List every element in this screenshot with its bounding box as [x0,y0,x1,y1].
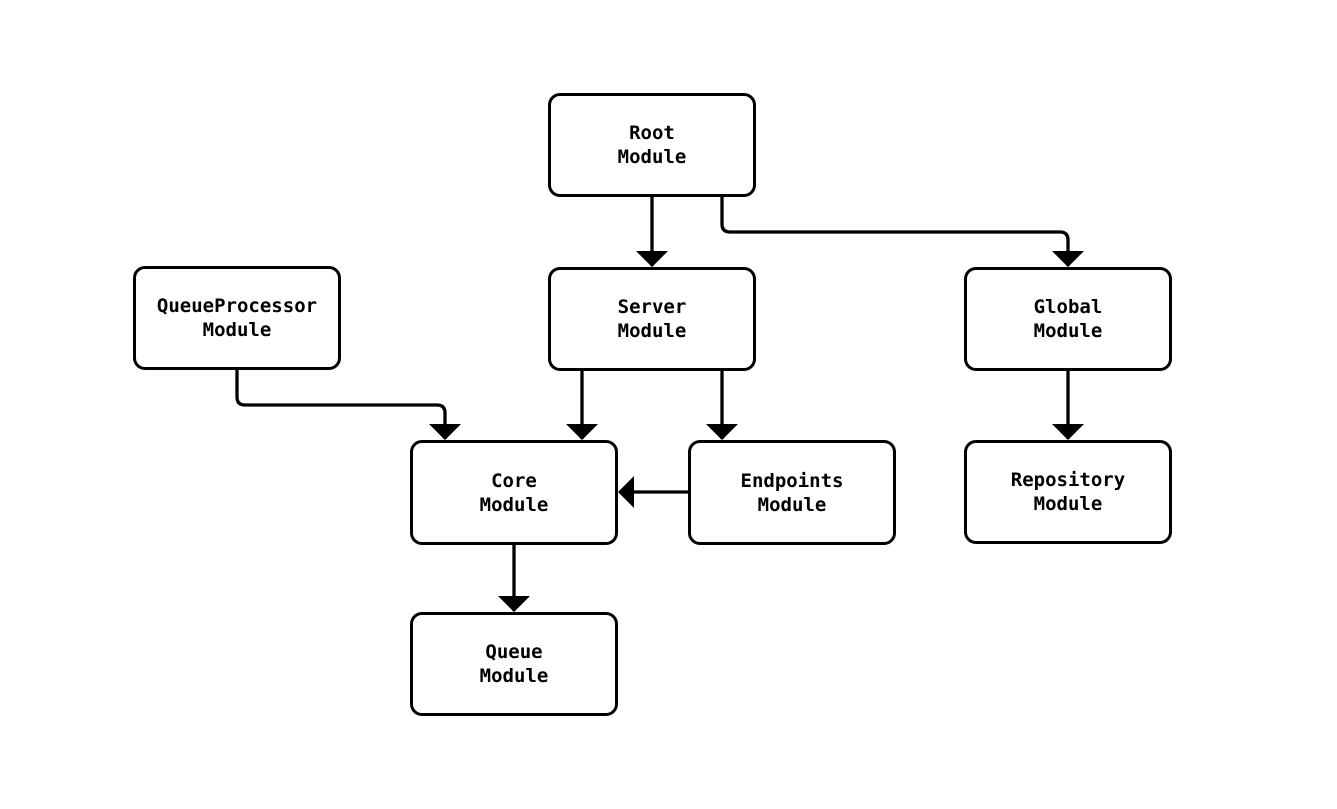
node-repository-module: Repository Module [964,440,1172,544]
node-label: Module [479,665,549,687]
node-label: Module [1033,493,1103,515]
node-core-module: Core Module [410,440,618,545]
node-queueprocessor-module: QueueProcessor Module [133,266,341,370]
node-label: Module [617,320,687,342]
node-label: Module [757,493,827,516]
node-label: Global [1033,296,1103,318]
node-server-module: Server Module [548,267,756,371]
node-label: Repository [1010,469,1126,491]
node-label: Module [479,493,549,516]
node-label: QueueProcessor [156,295,318,317]
node-global-module: Global Module [964,267,1172,371]
edge-queueprocessor-to-core [235,370,461,440]
edge-root-to-global [720,197,1084,267]
node-label: Module [1033,320,1103,342]
node-label: Server [617,296,687,318]
node-label: Module [617,146,687,168]
node-label: Core [491,469,537,492]
node-label: Module [202,319,272,341]
node-queue-module: Queue Module [410,612,618,716]
node-root-module: Root Module [548,93,756,197]
node-label: Root [629,122,675,144]
node-endpoints-module: Endpoints Module [688,440,896,545]
node-label: Queue [485,641,543,663]
node-label: Endpoints [740,469,844,492]
